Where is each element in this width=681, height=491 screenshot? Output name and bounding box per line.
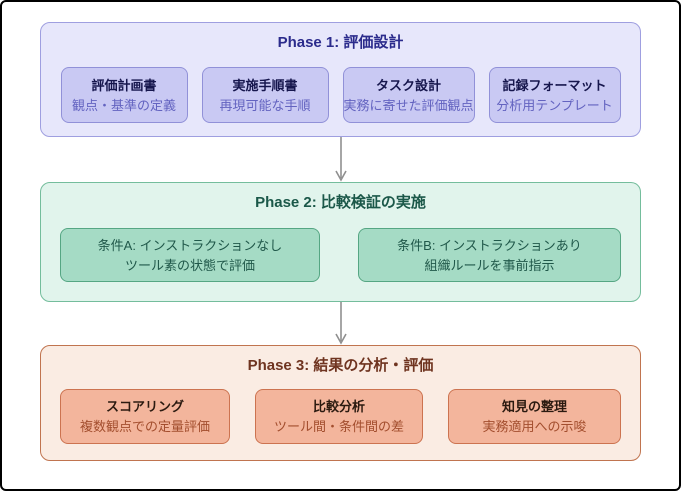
node-scoring: スコアリング 複数観点での定量評価	[60, 389, 230, 444]
node-eval-plan: 評価計画書 観点・基準の定義	[60, 67, 188, 123]
node-title: 記録フォーマット	[502, 77, 607, 93]
node-title: スコアリング	[105, 399, 184, 414]
node-subtitle: ツール間・条件間の差	[273, 419, 404, 434]
node-title: 評価計画書	[91, 77, 157, 93]
node-subtitle: 複数観点での定量評価	[79, 419, 210, 434]
phase-3-container: Phase 3: 結果の分析・評価 スコアリング 複数観点での定量評価 比較分析…	[40, 345, 641, 461]
node-line2: 組織ルールを事前指示	[424, 257, 555, 273]
phase-3-items-row: スコアリング 複数観点での定量評価 比較分析 ツール間・条件間の差 知見の整理 …	[41, 389, 640, 444]
phase-2-container: Phase 2: 比較検証の実施 条件A: インストラクションなし ツール素の状…	[40, 182, 641, 302]
phase-1-items-row: 評価計画書 観点・基準の定義 実施手順書 再現可能な手順 タスク設計 実務に寄せ…	[41, 67, 640, 123]
node-line1: 条件B: インストラクションあり	[397, 237, 582, 253]
node-title: 比較分析	[312, 399, 365, 414]
node-procedure-doc: 実施手順書 再現可能な手順	[201, 67, 329, 123]
node-title: 知見の整理	[501, 399, 567, 414]
node-subtitle: 実務に寄せた評価観点	[343, 97, 474, 113]
node-task-design: タスク設計 実務に寄せた評価観点	[342, 67, 475, 123]
node-record-format: 記録フォーマット 分析用テンプレート	[488, 67, 621, 123]
arrow-phase1-to-phase2-icon	[335, 137, 347, 182]
arrow-phase2-to-phase3-icon	[335, 302, 347, 345]
phase-2-items-row: 条件A: インストラクションなし ツール素の状態で評価 条件B: インストラクシ…	[41, 228, 640, 282]
node-comparison-analysis: 比較分析 ツール間・条件間の差	[255, 389, 423, 444]
phase-1-title: Phase 1: 評価設計	[277, 34, 404, 51]
node-condition-b: 条件B: インストラクションあり 組織ルールを事前指示	[358, 228, 621, 282]
phase-3-title: Phase 3: 結果の分析・評価	[247, 357, 434, 374]
node-title: タスク設計	[375, 77, 441, 93]
node-condition-a: 条件A: インストラクションなし ツール素の状態で評価	[60, 228, 320, 282]
node-subtitle: 実務適用への示唆	[482, 419, 587, 434]
node-line1: 条件A: インストラクションなし	[97, 237, 283, 253]
node-insights: 知見の整理 実務適用への示唆	[448, 389, 621, 444]
node-title: 実施手順書	[232, 77, 298, 93]
phase-2-title: Phase 2: 比較検証の実施	[255, 194, 426, 211]
node-line2: ツール素の状態で評価	[124, 257, 255, 273]
phase-1-container: Phase 1: 評価設計 評価計画書 観点・基準の定義 実施手順書 再現可能な…	[40, 22, 641, 137]
node-subtitle: 観点・基準の定義	[71, 97, 176, 113]
node-subtitle: 分析用テンプレート	[496, 97, 613, 113]
node-subtitle: 再現可能な手順	[219, 97, 311, 113]
